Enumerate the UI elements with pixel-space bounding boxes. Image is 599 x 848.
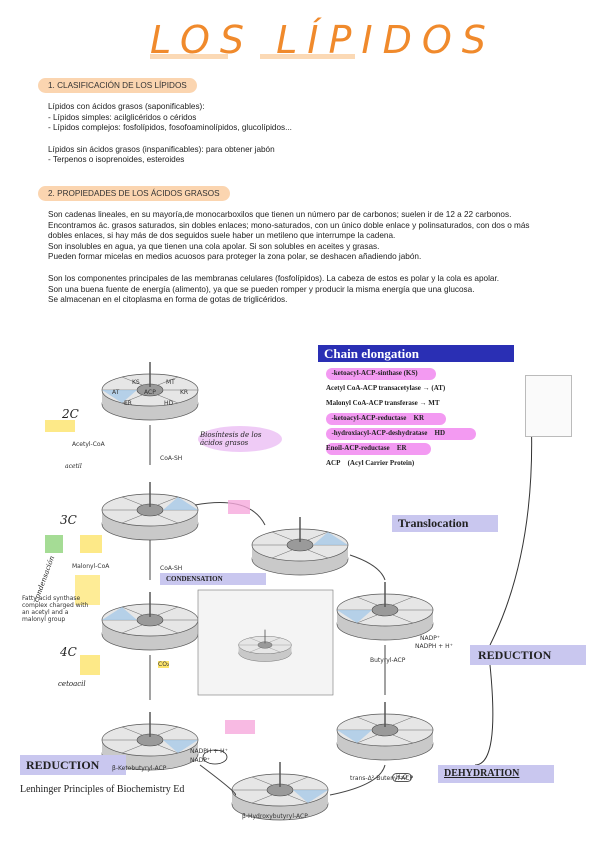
disc-label-er: ER: [124, 400, 132, 407]
legend-row-at: Acetyl CoA-ACP transacetylase → (AT): [320, 382, 520, 397]
mol-trans-butenyl: trans-Δ²-Butenyl-ACP: [350, 775, 414, 782]
page-title: LOS LÍPIDOS: [150, 18, 496, 62]
mol-nadp-right: NADP⁺: [420, 635, 440, 642]
legend-row-kr:  -ketoacyl-ACP-reductase  KR: [320, 412, 520, 427]
disc-label-acp: ACP: [144, 389, 156, 396]
credit-text: Lenhinger Principles of Biochemistry Ed: [20, 784, 185, 795]
fatty-acid-complex-note: Fatty acid synthase complex charged with…: [22, 595, 89, 623]
teacher-illustration: [525, 375, 572, 437]
propiedades-p7: Se almacenan en el citoplasma en forma d…: [48, 295, 288, 305]
legend-acp: ACP  (Acyl Carrier Protein): [326, 459, 415, 467]
mol-ketobutyryl: β-Ketobutyryl-ACP: [112, 765, 167, 772]
legend-at: Acetyl CoA-ACP transacetylase → (AT): [326, 384, 446, 392]
condensation-label: CONDENSATION: [160, 573, 266, 585]
mol-nadph-right: NADPH + H⁺: [415, 643, 453, 650]
disc-label-ks: KS: [132, 379, 140, 386]
reduction-label-left: REDUCTION: [20, 755, 126, 775]
propiedades-p3: Son insolubles en agua, ya que tienen un…: [48, 241, 380, 251]
mol-hydroxybutyryl: β-Hydroxybutyryl-ACP: [242, 813, 308, 820]
fatty-acid-synthesis-diagram: KS MT ACP AT KR ER HD Chain elongation  …: [20, 345, 586, 835]
mol-nadph-left: NADPH + H⁺: [190, 748, 228, 755]
legend-hd:  -hydroxiacyl-ACP-deshydratase  HD: [326, 429, 446, 437]
hand-biosintesis: Biosíntesis de los ácidos grasos: [200, 431, 262, 447]
clasificacion-line-2: - Lípidos simples: acilglicéridos o céri…: [48, 112, 197, 122]
propiedades-p6: Son una buena fuente de energía (aliment…: [48, 284, 475, 294]
mol-h2o: H₂O: [392, 773, 412, 782]
hand-cetoacil: cetoacil: [58, 680, 86, 688]
mol-acetylcoa: Acetyl-CoA: [72, 441, 105, 448]
clasificacion-line-1: Lípidos con ácidos grasos (saponificable…: [48, 102, 205, 111]
diagram-svg: [45, 361, 533, 821]
propiedades-p5: Son los componentes principales de las m…: [48, 273, 500, 283]
dehydration-label: DEHYDRATION: [438, 765, 554, 783]
legend-row-ks:  -ketoacyl-ACP-sinthase (KS): [320, 367, 520, 382]
disc-label-at: AT: [112, 389, 120, 396]
mol-coash-2: CoA-SH: [160, 565, 183, 572]
propiedades-p2: Encontramos ác. grasos saturados, sin do…: [48, 220, 530, 241]
mol-co2: CO₂: [158, 661, 170, 668]
chain-elongation-title: Chain elongation: [318, 345, 514, 362]
clasificacion-block: Lípidos con ácidos grasos (saponificable…: [48, 102, 548, 166]
enzyme-legend:  -ketoacyl-ACP-sinthase (KS) Acetyl CoA-…: [320, 367, 520, 472]
mol-butyryl: Butyryl-ACP: [370, 657, 406, 664]
legend-row-hd:  -hydroxiacyl-ACP-deshydratase  HD: [320, 427, 520, 442]
hand-acetil: acetil: [65, 463, 82, 470]
legend-row-mt: Malonyl CoA-ACP transferase → MT: [320, 397, 520, 412]
hand-3c: 3C: [60, 513, 77, 527]
title-underline-2: [260, 54, 355, 59]
propiedades-block: Son cadenas lineales, en su mayoría,de m…: [48, 210, 548, 306]
clasificacion-line-3: - Lípidos complejos: fosfolípidos, fosof…: [48, 123, 292, 133]
disc-label-hd: HD: [164, 400, 174, 407]
propiedades-p4: Pueden formar micelas en medios acuosos …: [48, 252, 422, 262]
legend-row-acp: ACP  (Acyl Carrier Protein): [320, 457, 520, 472]
section-heading-1: 1. CLASIFICACIÓN DE LOS LÍPIDOS: [38, 78, 197, 93]
legend-ks:  -ketoacyl-ACP-sinthase (KS): [326, 369, 418, 377]
hand-2c: 2C: [62, 407, 79, 421]
clasificacion-line-4: Lípidos sin ácidos grasos (inspanificabl…: [48, 144, 275, 154]
disc-label-kr: KR: [180, 389, 189, 396]
legend-mt: Malonyl CoA-ACP transferase → MT: [326, 399, 440, 407]
translocation-label: Translocation: [392, 515, 498, 532]
legend-row-er: Enoil-ACP-reductase  ER: [320, 442, 520, 457]
disc-label-mt: MT: [166, 379, 175, 386]
mol-coash-1: CoA-SH: [160, 455, 183, 462]
hand-4c: 4C: [60, 645, 77, 659]
mol-malonyl: Malonyl-CoA: [72, 563, 110, 570]
section-heading-2: 2. PROPIEDADES DE LOS ÁCIDOS GRASOS: [38, 186, 230, 201]
mol-nadp-left: NADP⁺: [190, 757, 210, 764]
section-heading-1-text: 1. CLASIFICACIÓN DE LOS LÍPIDOS: [48, 81, 187, 90]
clasificacion-line-5: - Terpenos o isoprenoides, esteroides: [48, 155, 185, 165]
reduction-label-right: REDUCTION: [470, 645, 586, 665]
legend-kr:  -ketoacyl-ACP-reductase  KR: [326, 414, 425, 422]
section-heading-2-text: 2. PROPIEDADES DE LOS ÁCIDOS GRASOS: [48, 189, 220, 198]
title-underline-1: [150, 54, 228, 59]
legend-er: Enoil-ACP-reductase  ER: [326, 444, 407, 452]
propiedades-p1: Son cadenas lineales, en su mayoría,de m…: [48, 210, 512, 219]
